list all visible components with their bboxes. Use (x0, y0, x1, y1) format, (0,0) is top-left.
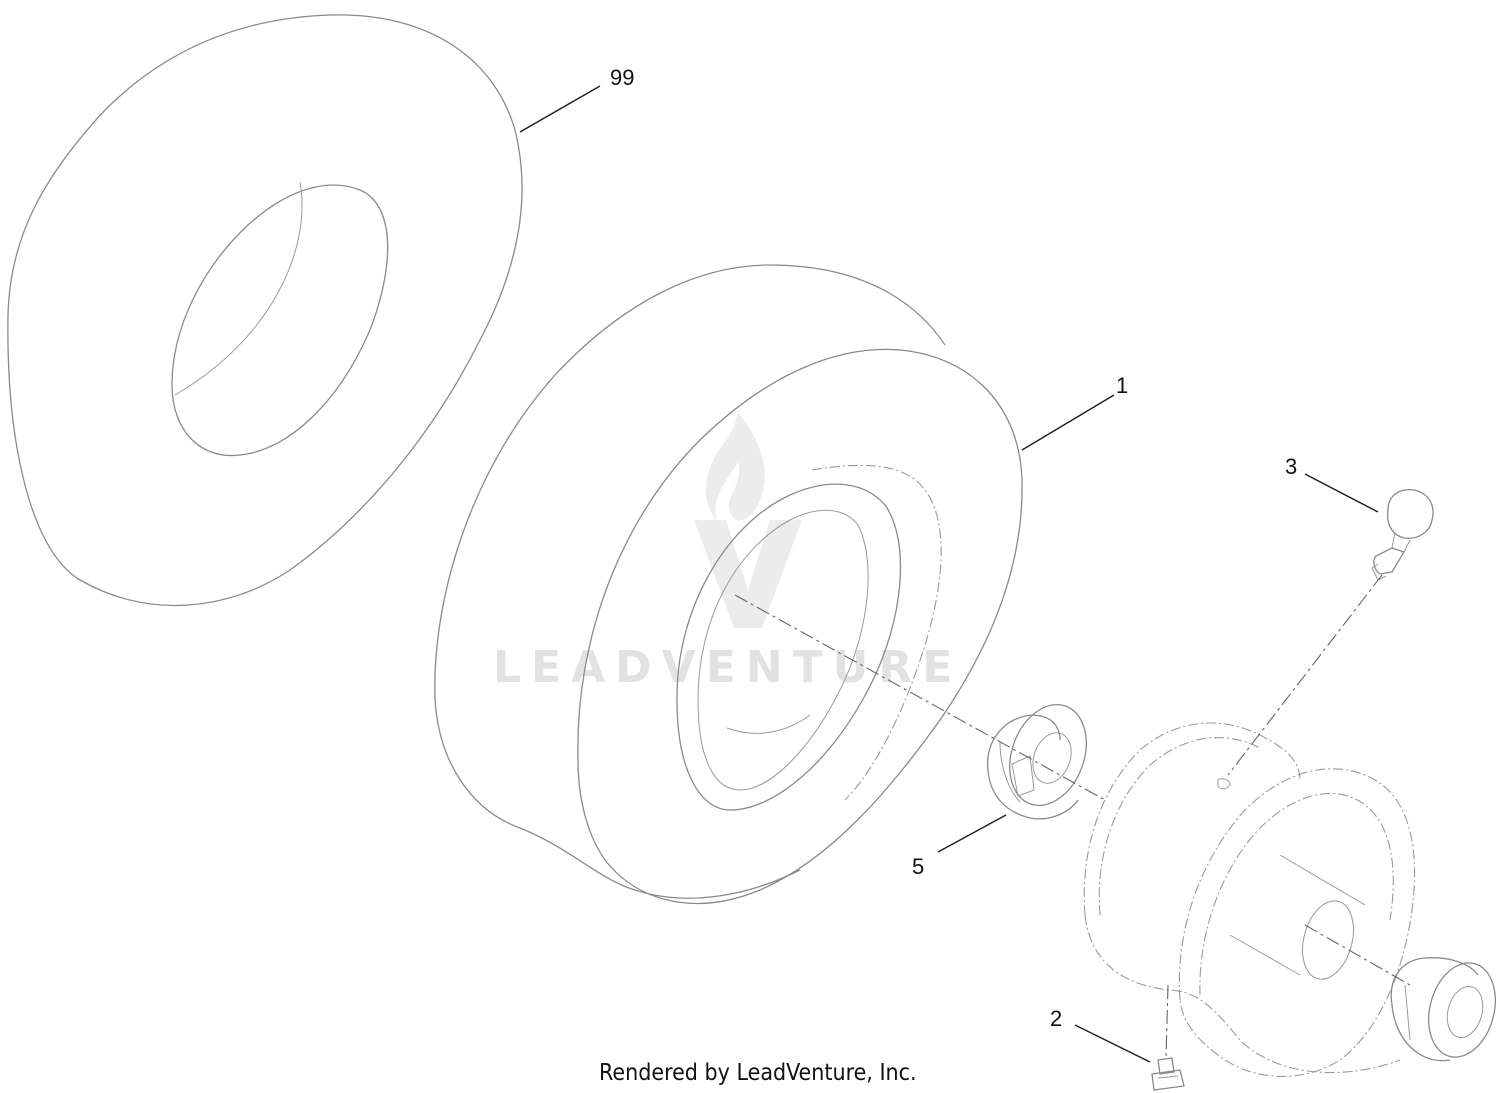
axle-bushing (1390, 957, 1496, 1062)
watermark: LEADVENTURE (493, 412, 962, 693)
centerlines (734, 574, 1411, 1059)
callout-3: 3 (1285, 454, 1297, 479)
watermark-logo-icon (694, 412, 802, 628)
render-credit: Rendered by LeadVenture, Inc. (599, 1060, 917, 1086)
callout-1: 1 (1116, 373, 1128, 398)
callout-99: 99 (610, 65, 634, 90)
valve-stem (1371, 489, 1434, 581)
grease-fitting (1151, 1057, 1185, 1091)
tire-tube (7, 14, 523, 607)
tire (434, 264, 1023, 905)
bushing (987, 703, 1087, 820)
watermark-text: LEADVENTURE (493, 642, 962, 693)
wheel-rim (1083, 722, 1416, 1077)
leader-lines (519, 85, 1379, 1063)
callout-5: 5 (912, 854, 924, 879)
callout-2: 2 (1050, 1006, 1062, 1031)
